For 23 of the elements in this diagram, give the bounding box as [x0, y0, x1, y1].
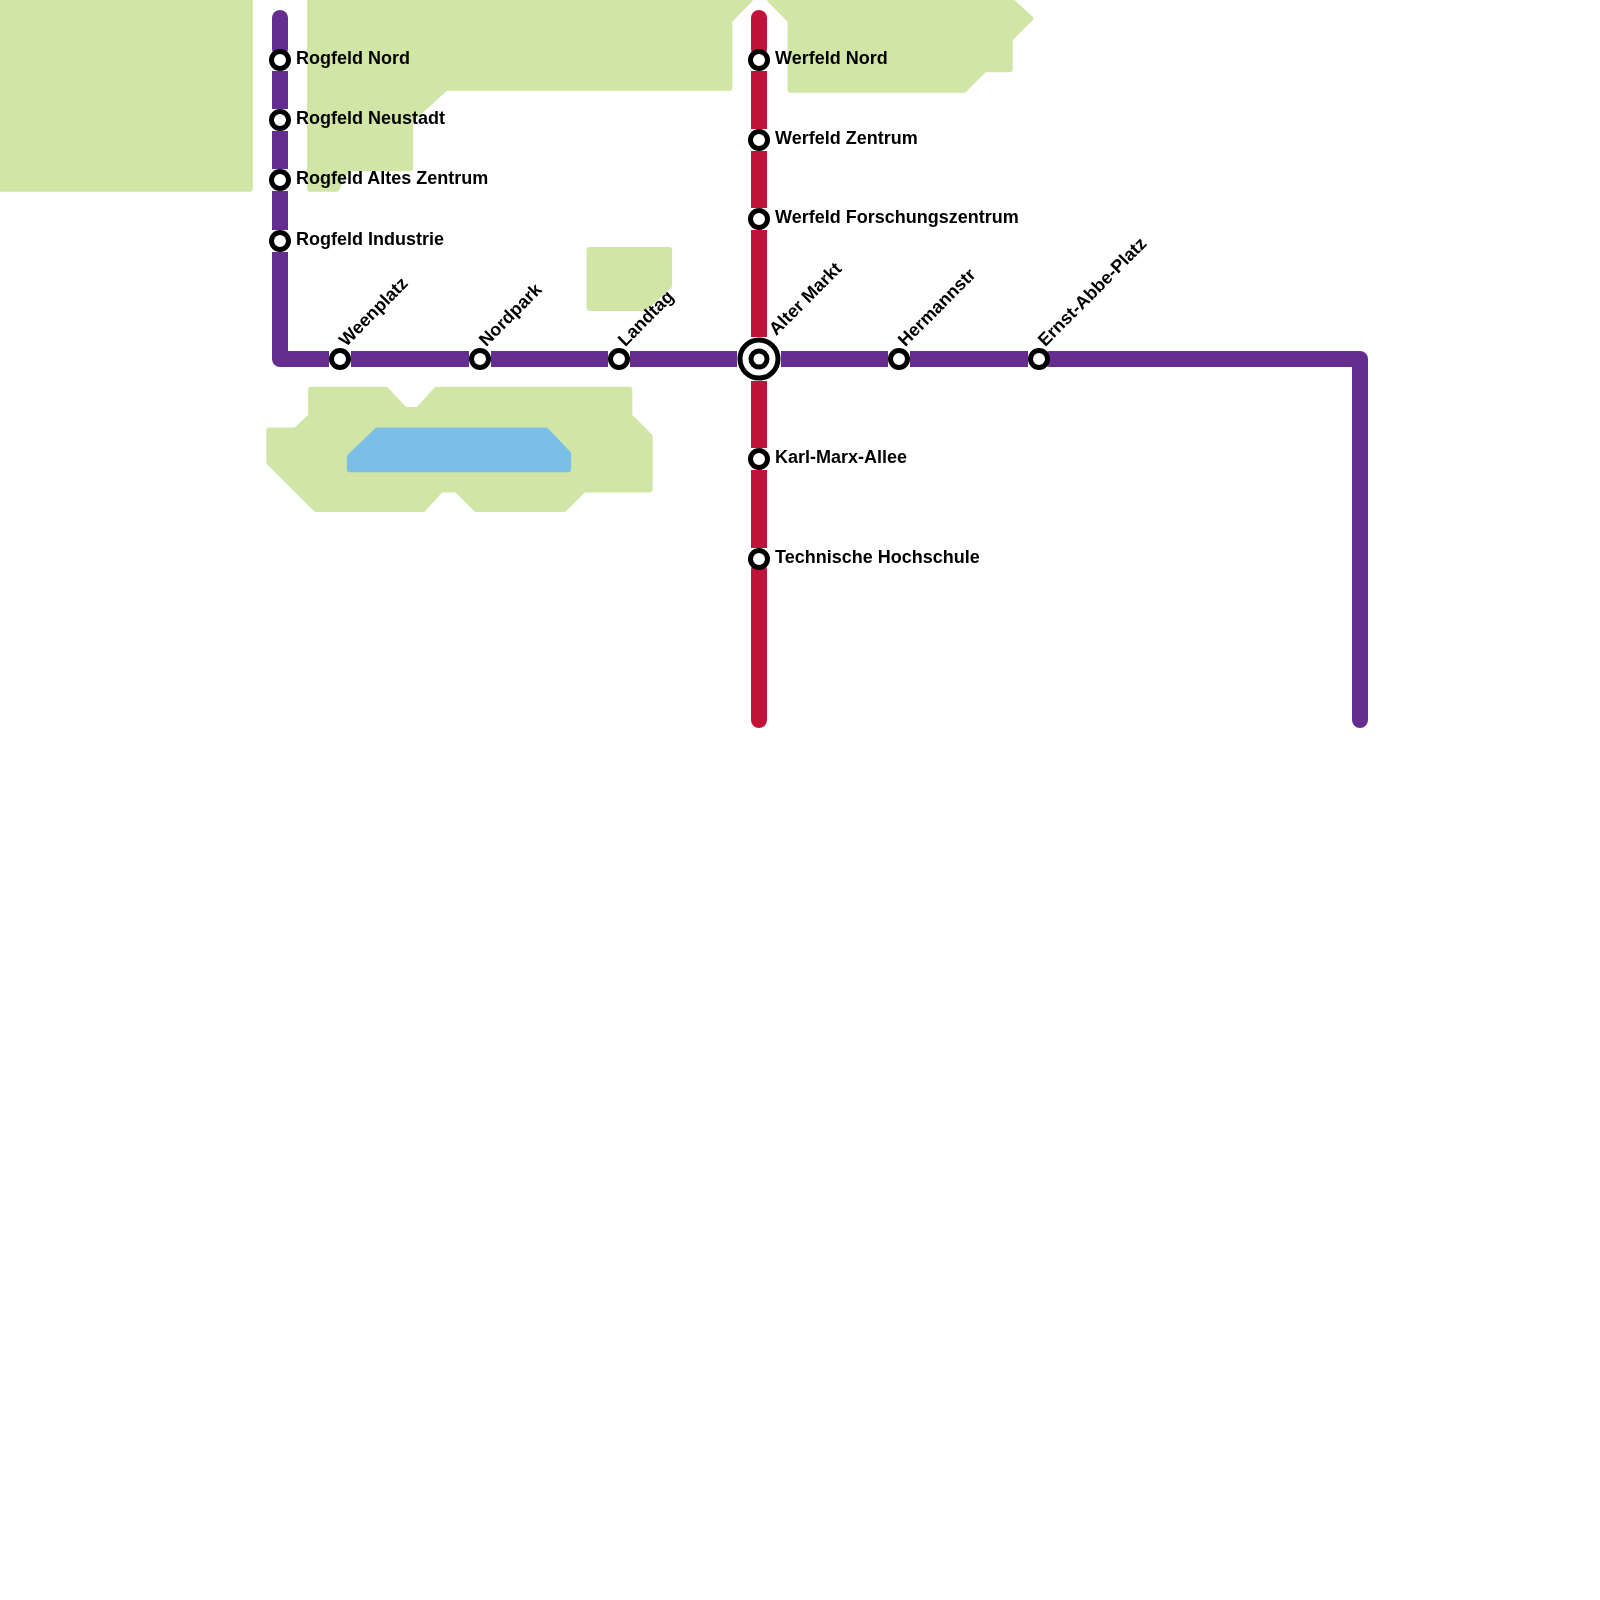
transit-line	[751, 470, 767, 548]
transit-line	[751, 230, 767, 337]
transit-line	[910, 351, 1028, 367]
transit-line	[751, 381, 767, 448]
station-name: Rogfeld Industrie	[296, 229, 444, 249]
station-name: Rogfeld Neustadt	[296, 108, 445, 128]
station-name: Werfeld Zentrum	[775, 128, 918, 148]
transit-line	[751, 71, 767, 129]
station-name: Werfeld Forschungszentrum	[775, 207, 1019, 227]
transit-line	[491, 351, 608, 367]
transit-line	[272, 71, 288, 109]
transit-line	[751, 151, 767, 208]
transit-line	[351, 351, 469, 367]
station-name: Werfeld Nord	[775, 48, 888, 68]
station-name: Karl-Marx-Allee	[775, 447, 908, 467]
station-name: Rogfeld Altes Zentrum	[296, 168, 489, 188]
station-name: Technische Hochschule	[775, 547, 980, 567]
station-name: Rogfeld Nord	[296, 48, 410, 68]
transit-line	[272, 252, 329, 367]
transit-line	[781, 351, 888, 367]
transit-line	[272, 131, 288, 169]
transit-line	[272, 191, 288, 230]
transit-line	[630, 351, 737, 367]
